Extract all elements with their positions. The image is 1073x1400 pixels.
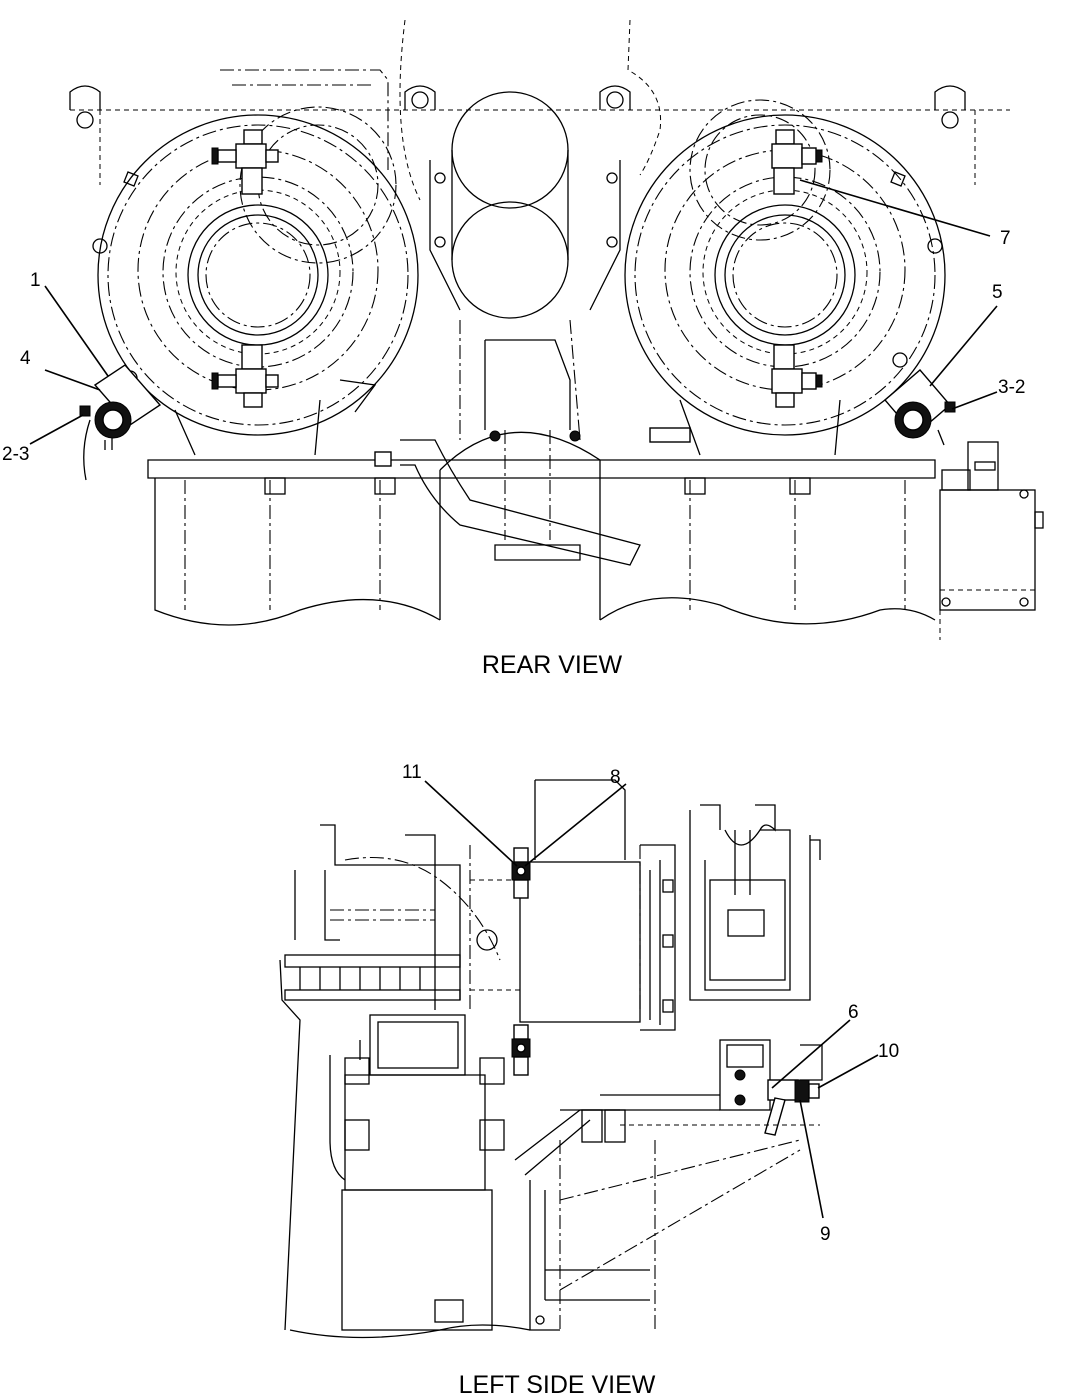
center-exhaust	[400, 91, 641, 620]
callout-5: 5	[992, 282, 1003, 303]
callout-11: 11	[402, 762, 422, 783]
left-upper-fitting	[211, 129, 279, 195]
left-lower-fitting	[211, 344, 279, 408]
callout-10: 10	[878, 1041, 899, 1062]
side-upper-fitting	[511, 847, 531, 899]
right-lower-fitting	[771, 344, 823, 408]
callout-9: 9	[820, 1224, 831, 1245]
callout-8: 8	[610, 767, 621, 788]
callout-6: 6	[848, 1002, 859, 1023]
callout-2-3: 2-3	[2, 444, 29, 465]
rear-view-drawing	[69, 19, 1044, 640]
right-switch-assembly	[884, 369, 956, 446]
engine-block	[147, 427, 1044, 640]
right-turbocharger	[624, 99, 946, 456]
left-side-view-caption: LEFT SIDE VIEW	[459, 1371, 656, 1399]
side-lower-block	[289, 1014, 820, 1339]
callout-1: 1	[30, 270, 41, 291]
callout-4: 4	[20, 348, 31, 369]
right-upper-fitting	[771, 129, 823, 195]
side-lower-fitting	[511, 1024, 531, 1076]
rear-view-leaders	[29, 179, 998, 445]
callout-7: 7	[1000, 228, 1011, 249]
callout-3-2: 3-2	[998, 377, 1025, 398]
left-side-view-drawing	[279, 779, 823, 1339]
rear-view-caption: REAR VIEW	[482, 651, 623, 679]
side-switch-assembly	[560, 1039, 823, 1136]
left-switch-assembly	[79, 364, 162, 481]
left-side-leaders	[424, 780, 879, 1219]
